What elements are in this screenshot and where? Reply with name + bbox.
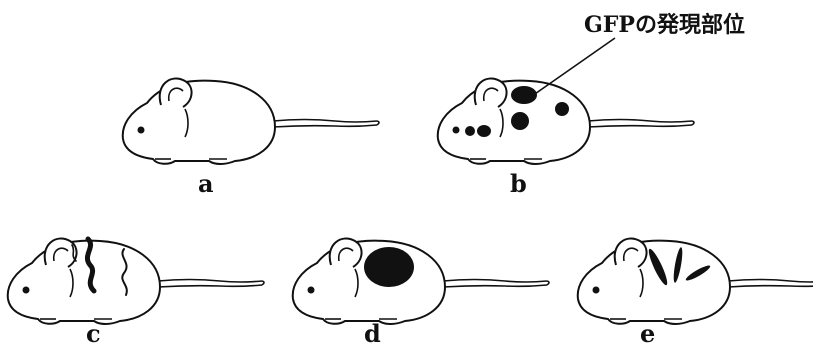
mouse-b bbox=[438, 78, 694, 164]
mouse-d bbox=[293, 238, 549, 324]
gfp-spot bbox=[465, 126, 475, 136]
label-c: c bbox=[86, 322, 101, 346]
gfp-spot bbox=[511, 112, 529, 130]
label-d: d bbox=[364, 322, 381, 346]
gfp-patch bbox=[364, 247, 414, 287]
mouse-a bbox=[123, 78, 379, 164]
label-e: e bbox=[640, 322, 655, 346]
annotation-arrow bbox=[532, 38, 615, 96]
gfp-annotation: GFPの発現部位 bbox=[584, 7, 745, 39]
gfp-spot bbox=[555, 102, 569, 116]
label-b: b bbox=[510, 172, 527, 196]
mouse-c bbox=[8, 238, 264, 324]
mouse-e bbox=[578, 238, 813, 324]
gfp-spot bbox=[477, 125, 491, 137]
label-a: a bbox=[198, 172, 214, 196]
